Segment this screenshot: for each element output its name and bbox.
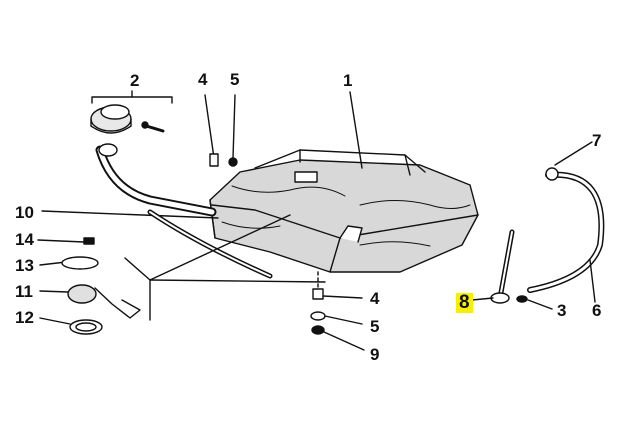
filler-cap <box>90 90 173 134</box>
callout-2: 2 <box>130 71 140 90</box>
callout-9: 9 <box>370 345 380 364</box>
bolt-washer-top <box>204 94 238 167</box>
callout-5-top: 5 <box>230 70 240 89</box>
callout-12: 12 <box>15 308 34 327</box>
callout-11: 11 <box>15 282 33 301</box>
filler-neck <box>95 143 217 217</box>
callout-4-top: 4 <box>198 70 208 89</box>
callout-10: 10 <box>15 203 34 222</box>
vent-hose <box>527 141 605 303</box>
fuel-tank <box>209 149 479 273</box>
sender-tube <box>471 229 553 310</box>
callout-1: 1 <box>343 71 353 90</box>
callout-8-highlighted: 8 <box>456 293 473 313</box>
sender-unit-parts <box>37 237 141 335</box>
callout-3: 3 <box>557 301 567 320</box>
callout-14: 14 <box>15 230 34 249</box>
callout-4-bottom: 4 <box>370 289 380 308</box>
mounting-strap <box>41 209 326 321</box>
callout-7: 7 <box>592 131 602 150</box>
callout-6: 6 <box>592 301 602 320</box>
leader-1 <box>349 91 363 169</box>
callout-5-bottom: 5 <box>370 317 380 336</box>
bolt-washer-bottom <box>310 271 365 351</box>
callout-13: 13 <box>15 256 34 275</box>
